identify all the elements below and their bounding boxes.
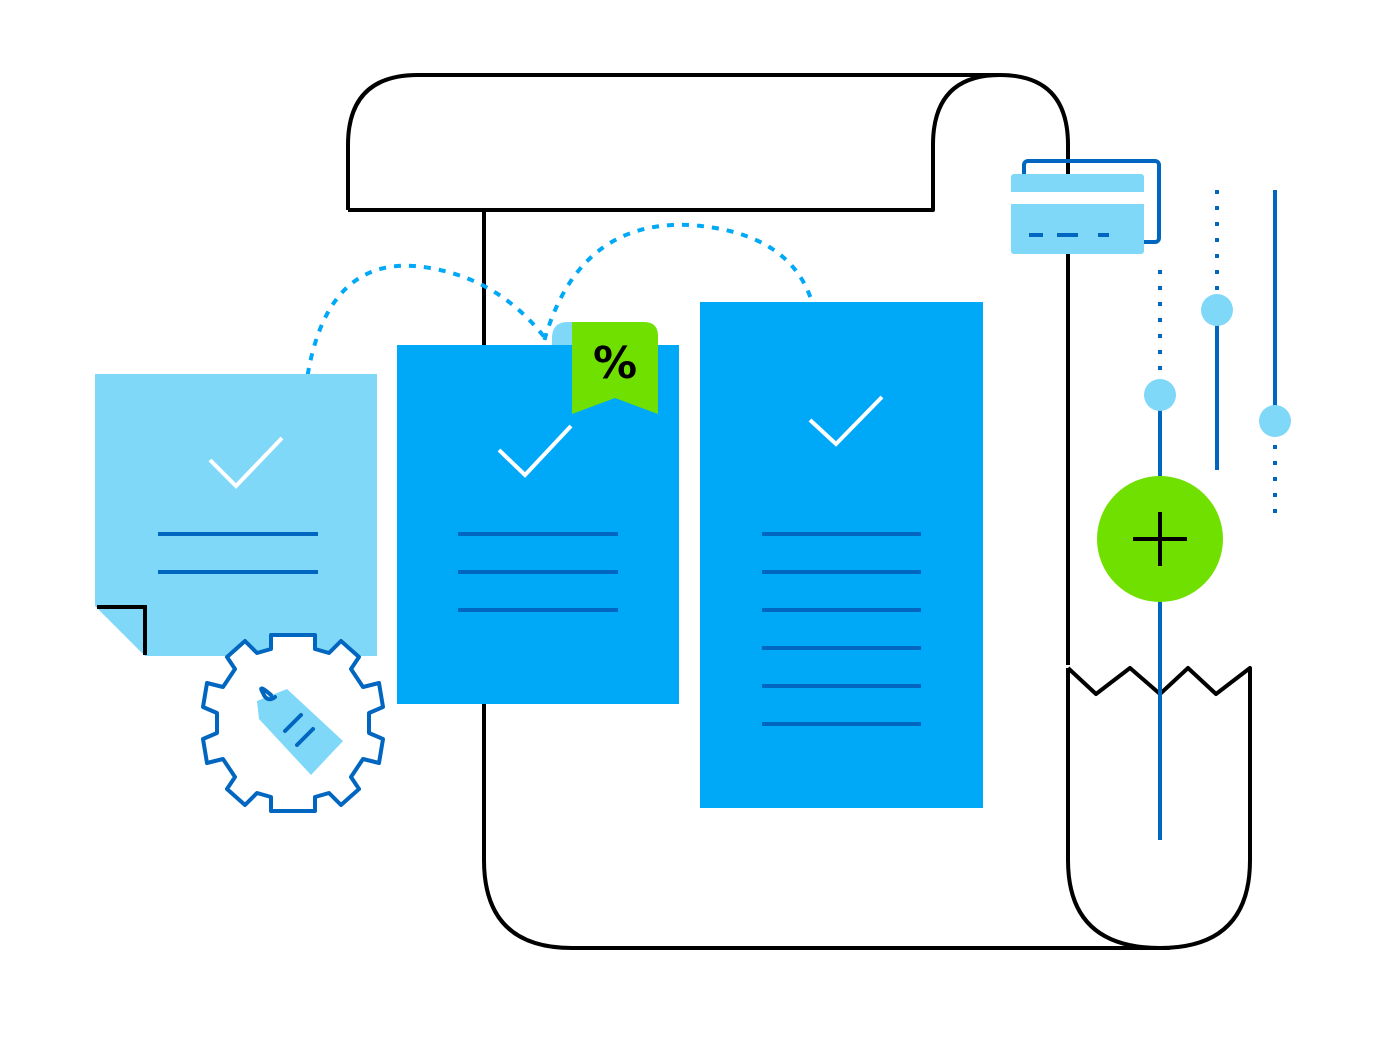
svg-text:%: % xyxy=(593,338,637,389)
plan-card-medium xyxy=(397,345,679,704)
plan-card-small xyxy=(95,374,377,656)
credit-card-icon xyxy=(1011,159,1161,254)
checkmark-icon xyxy=(808,395,884,447)
slider-controls-icon xyxy=(1144,190,1291,840)
price-tag-gear-icon xyxy=(201,633,385,813)
checkmark-icon xyxy=(208,436,284,489)
discount-ribbon-icon: % xyxy=(552,322,658,414)
receipt-scroll-icon xyxy=(346,73,1252,950)
plan-card-large xyxy=(700,302,983,808)
add-icon xyxy=(1097,476,1223,602)
connector-arcs xyxy=(305,222,815,376)
checkmark-icon xyxy=(497,424,573,478)
